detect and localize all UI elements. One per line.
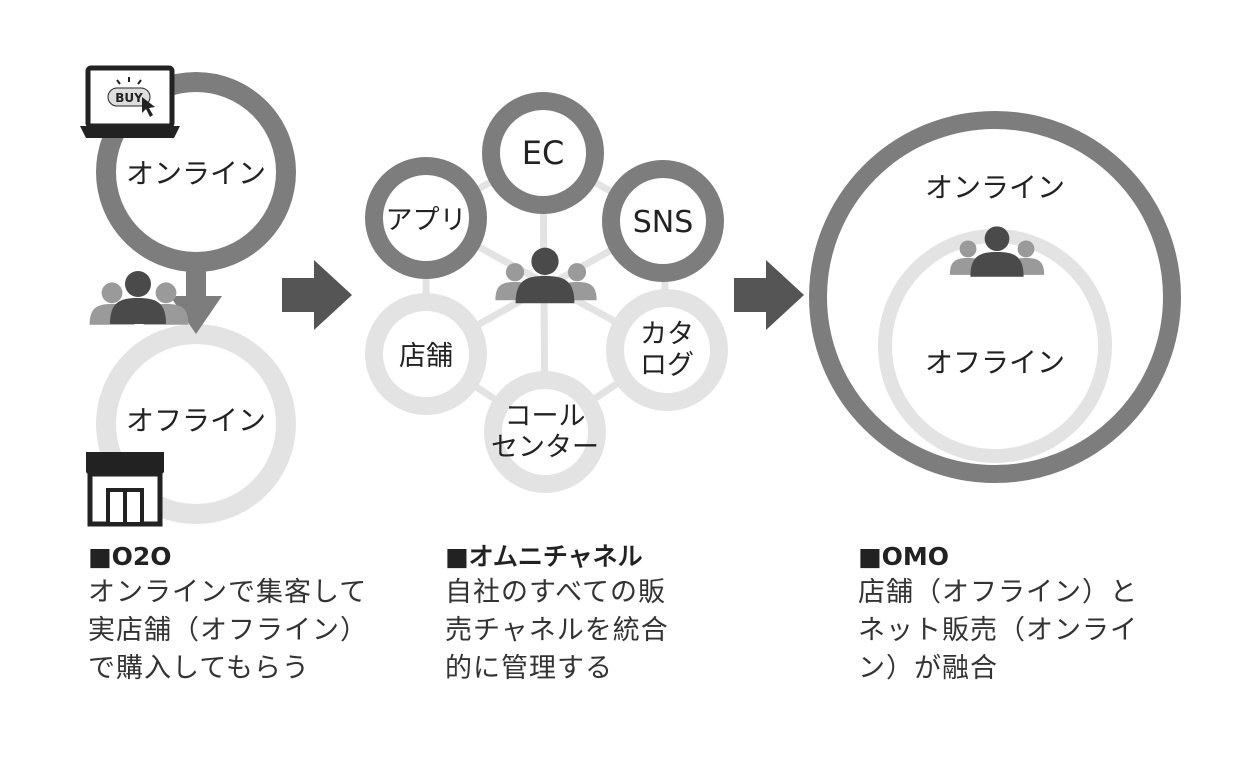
omo-desc-line-2: ネット販売（オンライ xyxy=(858,615,1138,646)
omni-label-store: 店舗 xyxy=(399,341,453,372)
o2o-caption: ■O2O オンラインで集客して 実店舗（オフライン） で購入してもらう xyxy=(88,540,368,688)
o2o-offline-label: オフライン xyxy=(126,404,266,437)
omni-label-catalog-2: ログ xyxy=(640,350,694,381)
storefront-icon xyxy=(86,452,164,527)
omo-diagram: オンライン オフライン xyxy=(809,111,1181,483)
omni-label-app: アプリ xyxy=(386,205,467,236)
omo-desc-line-1: 店舗（オフライン）と xyxy=(858,577,1138,608)
omo-offline-label: オフライン xyxy=(925,346,1065,379)
o2o-diagram: BUY オンライン オフライン xyxy=(80,65,296,527)
omo-title: ■OMO xyxy=(858,542,950,571)
o2o-down-arrow xyxy=(170,258,222,334)
arrow-right-1 xyxy=(282,260,352,330)
omni-desc-line-3: 的に管理する xyxy=(445,653,613,684)
o2o-desc-line-2: 実店舗（オフライン） xyxy=(88,615,368,646)
omni-title: ■オムニチャネル xyxy=(445,542,643,571)
omni-node-catalog xyxy=(606,289,728,411)
omo-online-ring xyxy=(809,111,1181,483)
omni-label-callcenter-1: コール xyxy=(505,401,586,432)
o2o-desc-line-3: で購入してもらう xyxy=(88,653,310,684)
omni-diagram: EC アプリ SNS 店舗 カタ ログ コール センター xyxy=(365,92,728,493)
omni-label-ec: EC xyxy=(522,134,565,172)
arrow-right-2 xyxy=(734,260,804,330)
omni-node-store xyxy=(365,293,487,415)
laptop-buy-icon: BUY xyxy=(80,65,180,138)
diagram-canvas: BUY オンライン オフライン xyxy=(80,65,1181,527)
omni-caption: ■オムニチャネル 自社のすべての販 売チャネルを統合 的に管理する xyxy=(445,540,669,688)
omo-caption: ■OMO 店舗（オフライン）と ネット販売（オンライ ン）が融合 xyxy=(858,540,1138,688)
omni-label-sns: SNS xyxy=(633,205,694,240)
omo-online-label: オンライン xyxy=(925,171,1065,204)
o2o-title: ■O2O xyxy=(88,542,172,571)
o2o-desc-line-1: オンラインで集客して xyxy=(88,577,368,608)
buy-label: BUY xyxy=(115,91,143,105)
omni-label-catalog-1: カタ xyxy=(640,319,694,350)
o2o-people-icon xyxy=(89,271,189,325)
omni-node-app xyxy=(365,157,487,279)
o2o-online-label: オンライン xyxy=(126,157,266,190)
omni-node-sns xyxy=(602,160,724,282)
omni-label-callcenter-2: センター xyxy=(491,432,599,463)
omni-node-callcenter xyxy=(484,371,606,493)
omni-desc-line-2: 売チャネルを統合 xyxy=(445,615,669,646)
omo-desc-line-3: ン）が融合 xyxy=(858,653,998,684)
omni-node-ec xyxy=(482,92,604,214)
omni-desc-line-1: 自社のすべての販 xyxy=(445,577,667,608)
